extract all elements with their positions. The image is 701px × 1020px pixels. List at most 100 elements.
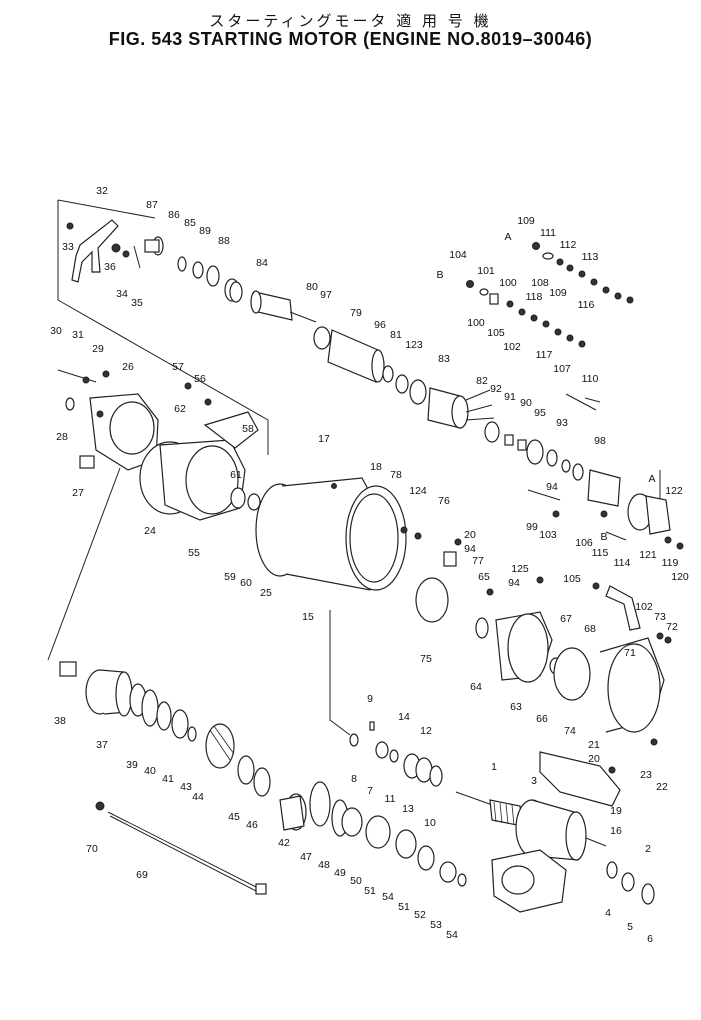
callout-p111: 111: [540, 227, 556, 239]
callout-p102a: 102: [503, 341, 521, 353]
callout-pB2: B: [600, 531, 607, 543]
callout-p1: 1: [491, 761, 497, 773]
callout-p125: 125: [511, 563, 529, 575]
shaft-small-parts: [349, 721, 443, 787]
callout-p52: 52: [414, 909, 426, 921]
callout-p18: 18: [370, 461, 382, 473]
callout-p32: 32: [96, 185, 108, 197]
callout-p78: 78: [390, 469, 402, 481]
callout-p75: 75: [420, 653, 432, 665]
magnetic-switch-part: [313, 326, 495, 429]
callout-p104: 104: [449, 249, 467, 261]
callout-p63: 63: [510, 701, 522, 713]
armature-part: [455, 791, 607, 861]
misc-bolts: [486, 393, 627, 596]
callout-p44: 44: [192, 791, 204, 803]
callout-p105b: 105: [563, 573, 581, 585]
callout-p108: 108: [531, 277, 549, 289]
callout-p88: 88: [218, 235, 230, 247]
callout-p114: 114: [614, 557, 631, 569]
field-coil-part: [491, 751, 621, 913]
callout-p112: 112: [560, 239, 577, 251]
callout-p87: 87: [146, 199, 158, 211]
callout-p94c: 94: [508, 577, 520, 589]
callout-p42: 42: [278, 837, 290, 849]
callout-p22: 22: [656, 781, 668, 793]
callout-p7: 7: [367, 785, 373, 797]
callout-p28: 28: [56, 431, 68, 443]
callout-p15: 15: [302, 611, 314, 623]
callout-p54b: 54: [446, 929, 458, 941]
group-bracket-top: [57, 199, 156, 219]
callout-p19: 19: [610, 805, 622, 817]
callout-p39: 39: [126, 759, 138, 771]
callout-p94a: 94: [546, 481, 558, 493]
callout-p16: 16: [610, 825, 622, 837]
callout-p20a: 20: [464, 529, 476, 541]
callout-p51b: 51: [398, 901, 410, 913]
callout-p65: 65: [478, 571, 490, 583]
callout-p84: 84: [256, 257, 268, 269]
gear-case-part: [139, 382, 261, 521]
callout-p105a: 105: [487, 327, 505, 339]
callout-p77: 77: [472, 555, 484, 567]
callout-p4: 4: [605, 907, 611, 919]
callout-p120: 120: [671, 571, 689, 583]
clutch-washer-stack: [129, 683, 235, 769]
callout-p2: 2: [645, 843, 651, 855]
callout-p46: 46: [246, 819, 258, 831]
callout-p103: 103: [539, 529, 557, 541]
callout-p70: 70: [86, 843, 98, 855]
japanese-title: スターティングモータ 適 用 号 機: [209, 12, 492, 30]
callout-p122: 122: [665, 485, 683, 497]
callout-p61: 61: [230, 469, 242, 481]
callout-p81: 81: [390, 329, 402, 341]
overrunning-clutch-group: [237, 755, 467, 887]
callout-p5: 5: [627, 921, 633, 933]
callout-p91: 91: [504, 391, 516, 403]
through-bolt-part: [95, 801, 267, 895]
yoke-part: [255, 477, 407, 591]
pinion-housing-part: [57, 369, 159, 471]
callout-p124: 124: [409, 485, 427, 497]
callout-p62: 62: [174, 403, 186, 415]
callout-p37: 37: [96, 739, 108, 751]
callout-p47: 47: [300, 851, 312, 863]
callout-p74: 74: [564, 725, 576, 737]
callout-p95: 95: [534, 407, 546, 419]
callout-p118: 118: [526, 291, 543, 303]
callout-p64: 64: [470, 681, 482, 693]
callout-p109a: 109: [517, 215, 535, 227]
callout-p67: 67: [560, 613, 572, 625]
callout-pB1: B: [436, 269, 443, 281]
callout-p85: 85: [184, 217, 196, 229]
callout-p69: 69: [136, 869, 148, 881]
part-drawings: [47, 199, 684, 913]
callout-p94b: 94: [464, 543, 476, 555]
callout-p26: 26: [122, 361, 134, 373]
callout-p93: 93: [556, 417, 568, 429]
callout-p12: 12: [420, 725, 432, 737]
callout-p29: 29: [92, 343, 104, 355]
callout-p119: 119: [662, 557, 679, 569]
callout-pA2: A: [648, 473, 655, 485]
callout-p116: 116: [578, 299, 595, 311]
callout-p66: 66: [536, 713, 548, 725]
callout-p97: 97: [320, 289, 332, 301]
callout-p123: 123: [405, 339, 423, 351]
callout-p58: 58: [242, 423, 254, 435]
callout-p56: 56: [194, 373, 206, 385]
callout-p121: 121: [639, 549, 657, 561]
end-washers: [606, 861, 655, 905]
callout-p33: 33: [62, 241, 74, 253]
callout-p60: 60: [240, 577, 252, 589]
connector-plate-part: [605, 493, 684, 644]
callout-p8: 8: [351, 773, 357, 785]
callout-p100b: 100: [467, 317, 485, 329]
callout-p83: 83: [438, 353, 450, 365]
callout-p11: 11: [385, 793, 396, 805]
callout-p49: 49: [334, 867, 346, 879]
callout-p21: 21: [588, 739, 600, 751]
callout-p100a: 100: [499, 277, 517, 289]
